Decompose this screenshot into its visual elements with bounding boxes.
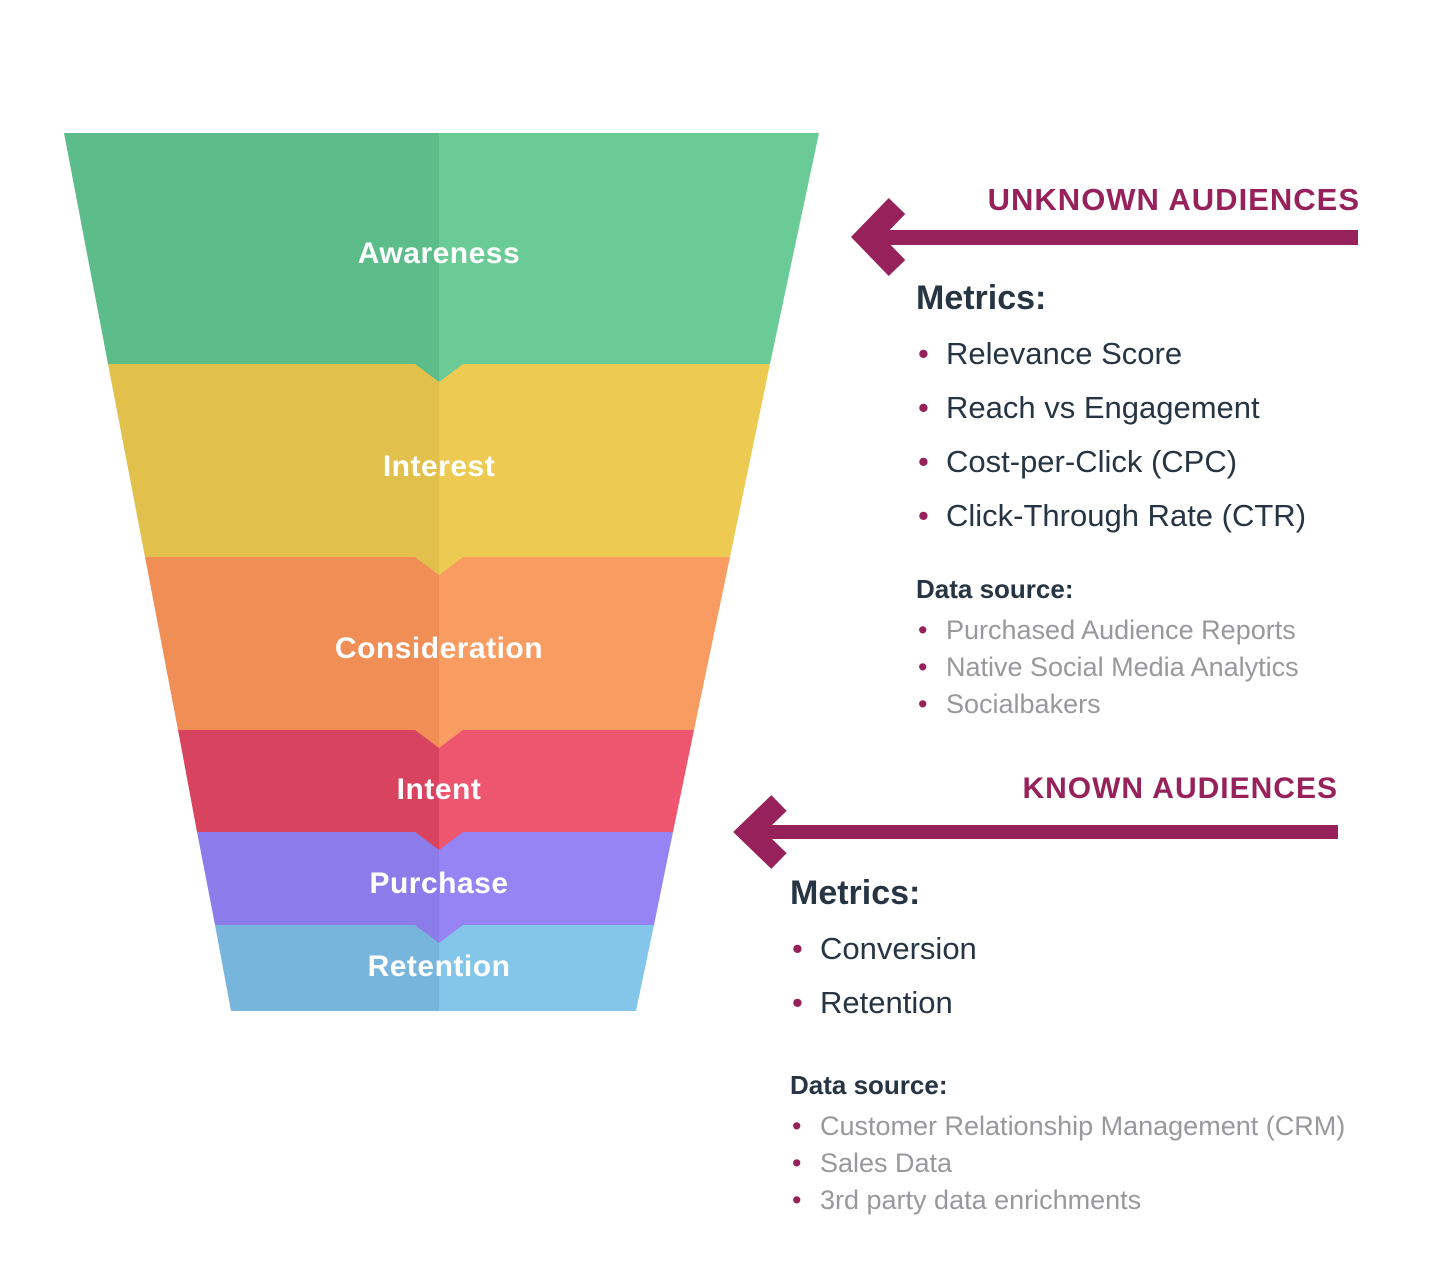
funnel-segment-purchase-right [439,832,673,943]
funnel-segment-awareness-left [64,133,439,382]
known-audiences-metrics-heading: Metrics: [790,874,921,912]
funnel-segment-interest [108,364,770,575]
known-audiences-title: KNOWN AUDIENCES [1022,772,1338,805]
funnel-segment-retention [215,925,654,1011]
funnel-segment-retention-right [439,925,654,1011]
unknown-audiences-data-source-list: Purchased Audience Reports Native Social… [916,612,1299,723]
unknown-audiences-title: UNKNOWN AUDIENCES [987,182,1360,217]
known-audiences-arrow-shaft [762,825,1338,839]
list-item: Reach vs Engagement [916,381,1306,435]
list-item: Socialbakers [916,686,1299,723]
funnel-segment-consideration-right [439,557,730,748]
known-audiences-data-source-heading: Data source: [790,1070,948,1100]
funnel-segment-intent-right [439,730,694,850]
stage-label-interest: Interest [383,450,495,483]
list-item: 3rd party data enrichments [790,1182,1345,1219]
unknown-audiences-arrow-shaft [880,230,1358,245]
list-item: Relevance Score [916,327,1306,381]
funnel-segment-awareness-right [439,133,819,382]
funnel-segment-consideration [145,557,730,748]
list-item: Click-Through Rate (CTR) [916,489,1306,543]
funnel-segment-awareness [64,133,819,382]
unknown-audiences-data-source-heading: Data source: [916,574,1074,604]
list-item: Native Social Media Analytics [916,649,1299,686]
funnel-segment-retention-left [215,925,439,1011]
list-item: Sales Data [790,1145,1345,1182]
list-item: Purchased Audience Reports [916,612,1299,649]
stage-label-awareness: Awareness [358,237,520,270]
known-audiences-arrowhead-icon [733,795,787,869]
list-item: Customer Relationship Management (CRM) [790,1108,1345,1145]
funnel-segment-interest-left [108,364,439,575]
funnel-segment-purchase [197,832,673,943]
stage-label-intent: Intent [397,773,482,806]
list-item: Retention [790,976,977,1030]
unknown-audiences-metrics-heading: Metrics: [916,279,1047,317]
funnel-segment-intent [178,730,694,850]
funnel-segment-consideration-left [145,557,439,748]
stage-label-purchase: Purchase [369,867,508,900]
stage-label-retention: Retention [368,950,511,983]
known-audiences-data-source-list: Customer Relationship Management (CRM) S… [790,1108,1345,1219]
known-audiences-arrow [733,795,1338,869]
list-item: Conversion [790,922,977,976]
funnel-segment-interest-right [439,364,770,575]
funnel-segment-purchase-left [197,832,439,943]
known-audiences-metrics-list: Conversion Retention [790,922,977,1030]
unknown-audiences-metrics-list: Relevance Score Reach vs Engagement Cost… [916,327,1306,543]
list-item: Cost-per-Click (CPC) [916,435,1306,489]
funnel-segment-intent-left [178,730,439,850]
stage-label-consideration: Consideration [335,632,543,665]
unknown-audiences-arrowhead-icon [850,198,906,276]
unknown-audiences-arrow [850,198,1358,276]
